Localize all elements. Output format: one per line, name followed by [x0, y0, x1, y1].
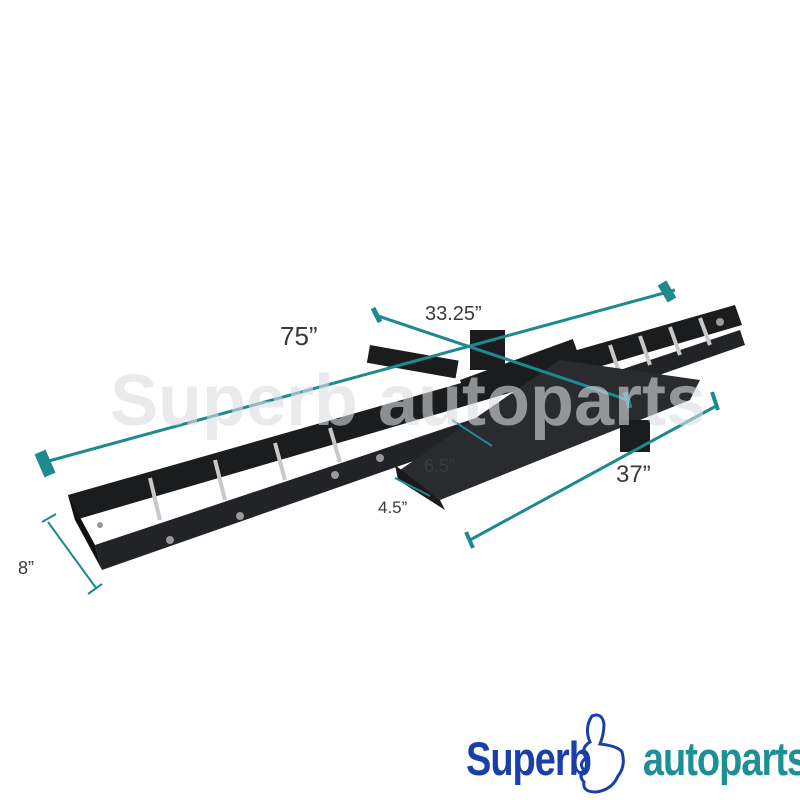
- dimension-length-label: 75”: [280, 321, 318, 351]
- dimension-channel-depth-label: 4.5”: [378, 498, 408, 517]
- logo-text-superb: Superb: [466, 733, 592, 786]
- watermark-text: Superb autoparts: [110, 361, 706, 441]
- dimension-channel-width-label: 6.5”: [424, 456, 455, 476]
- thumbs-up-icon: [579, 713, 625, 794]
- logo-text-autoparts: autoparts: [642, 733, 800, 786]
- dimension-height-label: 8”: [18, 558, 34, 578]
- dimension-lines: [34, 280, 720, 595]
- dimension-width-top-label: 33.25”: [425, 303, 482, 325]
- motorcycle-rack: [68, 305, 745, 570]
- brand-logo: Superb autoparts: [466, 733, 800, 786]
- dimension-width-bottom-label: 37”: [616, 461, 651, 488]
